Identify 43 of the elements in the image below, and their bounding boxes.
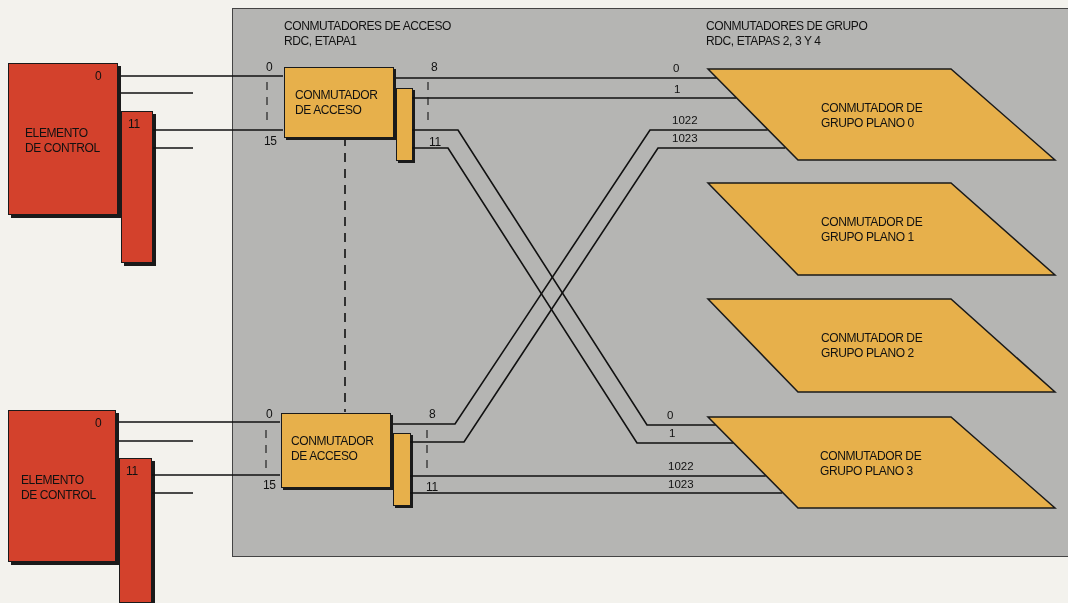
edge-label: 1 bbox=[668, 428, 677, 440]
switch-label: CONMUTADOR DE GRUPO PLANO 1 bbox=[821, 215, 924, 245]
port-number: 0 bbox=[95, 417, 102, 429]
connector-line bbox=[409, 475, 767, 477]
edge-label: 1023 bbox=[667, 479, 695, 491]
edge-label: 0 bbox=[672, 63, 681, 75]
stage-heading: CONMUTADORES DE ACCESO RDC, ETAPA1 bbox=[284, 19, 452, 49]
port-number: 8 bbox=[431, 61, 438, 73]
port-number: 0 bbox=[266, 61, 273, 73]
connector-line bbox=[151, 474, 281, 476]
switch-label: CONMUTADOR DE GRUPO PLANO 3 bbox=[820, 449, 923, 479]
port-number: 8 bbox=[429, 408, 436, 420]
element-label: ELEMENTO DE CONTROL bbox=[25, 126, 101, 156]
edge-label: 1022 bbox=[671, 115, 699, 127]
switch-label: CONMUTADOR DE ACCESO bbox=[291, 434, 375, 464]
connector-line bbox=[411, 129, 717, 426]
switch-label: CONMUTADOR DE ACCESO bbox=[295, 88, 379, 118]
port-number: 15 bbox=[263, 479, 276, 491]
port-number: 0 bbox=[266, 408, 273, 420]
port-number: 11 bbox=[426, 481, 438, 493]
edge-label: 1023 bbox=[671, 133, 699, 145]
edge-label: 1 bbox=[673, 84, 682, 96]
connector-line bbox=[152, 129, 284, 131]
control-element-card bbox=[8, 63, 118, 215]
element-label: ELEMENTO DE CONTROL bbox=[21, 473, 97, 503]
control-element-card bbox=[8, 410, 116, 562]
stage-heading: CONMUTADORES DE GRUPO RDC, ETAPAS 2, 3 Y 4 bbox=[706, 19, 869, 49]
control-element-card bbox=[121, 111, 153, 263]
stage-panel bbox=[232, 8, 1068, 557]
switch-label: CONMUTADOR DE GRUPO PLANO 2 bbox=[821, 331, 924, 361]
connector-line bbox=[409, 492, 784, 494]
edge-label: 0 bbox=[666, 410, 675, 422]
port-number: 11 bbox=[429, 136, 441, 148]
port-number: 11 bbox=[126, 465, 138, 477]
connector-line bbox=[152, 147, 194, 149]
port-number: 11 bbox=[128, 118, 140, 130]
port-number: 15 bbox=[264, 135, 277, 147]
edge-label: 1022 bbox=[667, 461, 695, 473]
port-number: 0 bbox=[95, 70, 102, 82]
connector-line bbox=[411, 97, 738, 99]
connector-line bbox=[151, 492, 194, 494]
switch-label: CONMUTADOR DE GRUPO PLANO 0 bbox=[821, 101, 924, 131]
control-element-card bbox=[119, 458, 152, 603]
